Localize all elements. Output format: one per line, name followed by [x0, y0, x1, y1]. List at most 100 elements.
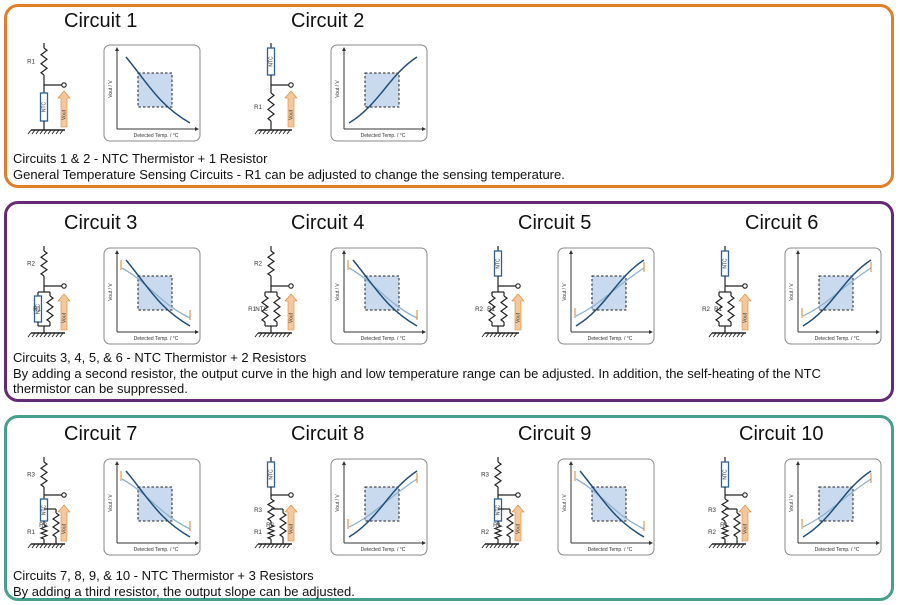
vout-arrow — [57, 90, 71, 128]
resistor-label: R2 — [27, 261, 35, 268]
x-axis-label: Detected Temp. / °C — [134, 336, 179, 342]
vout-arrow — [511, 293, 525, 331]
output-curve — [802, 470, 872, 538]
x-axis-arrow — [422, 127, 426, 131]
adjusted-curve — [348, 267, 418, 319]
wire — [35, 332, 40, 338]
resistor — [266, 498, 276, 522]
resistor — [266, 524, 276, 540]
wire — [43, 332, 48, 338]
resistor-label: R1 — [714, 306, 722, 313]
wire — [740, 332, 745, 338]
wire — [278, 129, 283, 135]
x-axis-arrow — [876, 330, 880, 334]
description-heading: Circuits 1 & 2 - NTC Thermistor + 1 Resi… — [13, 151, 268, 166]
wire — [724, 543, 729, 549]
wire — [716, 332, 721, 338]
wire — [27, 543, 32, 549]
wire — [59, 332, 64, 338]
thermistor-label: NTC — [42, 504, 48, 515]
wire — [728, 543, 733, 549]
wire — [254, 543, 259, 549]
y-axis-label: Vout / V — [335, 283, 341, 301]
resistor — [720, 524, 730, 540]
output-terminal — [61, 82, 67, 88]
vout-label: Vout — [743, 312, 749, 323]
x-axis-arrow — [195, 330, 199, 334]
resistor-label: NTC — [255, 306, 268, 313]
wire — [736, 332, 741, 338]
resistor-label: R2 — [702, 306, 710, 313]
wire — [55, 332, 60, 338]
description-panel-1: Circuits 1 & 2 - NTC Thermistor + 1 Resi… — [13, 151, 873, 182]
vout-arrow — [57, 293, 71, 331]
resistor — [45, 295, 55, 323]
resistor-label: R2 — [481, 529, 489, 536]
title-circuit-2: Circuit 2 — [291, 10, 365, 32]
wire — [35, 543, 40, 549]
output-curve — [348, 56, 418, 124]
resistor-label: R2 — [266, 522, 274, 529]
x-axis-arrow — [195, 541, 199, 545]
adjusted-curve — [121, 267, 191, 319]
resistor — [260, 295, 270, 323]
resistor-label: R1 — [720, 522, 728, 529]
wire — [493, 332, 498, 338]
wire — [55, 129, 60, 135]
title-circuit-1: Circuit 1 — [64, 10, 138, 32]
y-axis-arrow — [796, 461, 800, 465]
wire — [708, 332, 713, 338]
wire — [501, 543, 506, 549]
resistor-label: R2 — [254, 261, 262, 268]
vout-label: Vout — [62, 109, 68, 120]
x-axis-label: Detected Temp. / °C — [134, 547, 179, 553]
output-curve — [125, 259, 191, 327]
wire — [712, 332, 717, 338]
x-axis-label: Detected Temp. / °C — [815, 547, 860, 553]
resistor-label: R3 — [708, 507, 716, 514]
resistor-label: R1 — [248, 306, 256, 313]
title-circuit-6: Circuit 6 — [745, 212, 819, 234]
wire — [501, 332, 506, 338]
vout-arrow — [57, 504, 71, 542]
wire — [736, 543, 741, 549]
x-axis-label: Detected Temp. / °C — [361, 336, 406, 342]
y-axis-arrow — [569, 461, 573, 465]
y-axis-label: Vout / V — [108, 283, 114, 301]
wire — [262, 543, 267, 549]
resistor — [40, 47, 48, 76]
wire — [31, 543, 36, 549]
resistor — [272, 295, 282, 323]
title-circuit-10: Circuit 10 — [739, 423, 824, 445]
y-axis-label: Vout / V — [562, 494, 568, 512]
y-axis-label: Vout / V — [108, 80, 114, 98]
description-heading: Circuits 7, 8, 9, & 10 - NTC Thermistor … — [13, 568, 314, 583]
output-curve — [352, 259, 418, 327]
y-axis-arrow — [569, 250, 573, 254]
title-circuit-8: Circuit 8 — [291, 423, 365, 445]
resistor-label: R1 — [27, 529, 35, 536]
vout-arrow — [738, 504, 752, 542]
output-curve — [348, 470, 418, 538]
wire — [740, 543, 745, 549]
description-text-continued: thermistor can be suppressed. — [13, 381, 188, 396]
y-axis-label: Vout / V — [335, 494, 341, 512]
vout-label: Vout — [289, 312, 295, 323]
output-terminal — [742, 283, 748, 289]
wire — [282, 332, 287, 338]
x-axis-label: Detected Temp. / °C — [134, 133, 179, 139]
resistor — [720, 498, 730, 522]
wire — [43, 129, 48, 135]
wire — [39, 332, 44, 338]
resistor — [726, 295, 736, 323]
output-curve — [125, 56, 191, 124]
resistor — [39, 461, 49, 488]
y-axis-label: Vout / V — [562, 283, 568, 301]
resistor — [499, 295, 509, 323]
resistor — [278, 512, 288, 538]
